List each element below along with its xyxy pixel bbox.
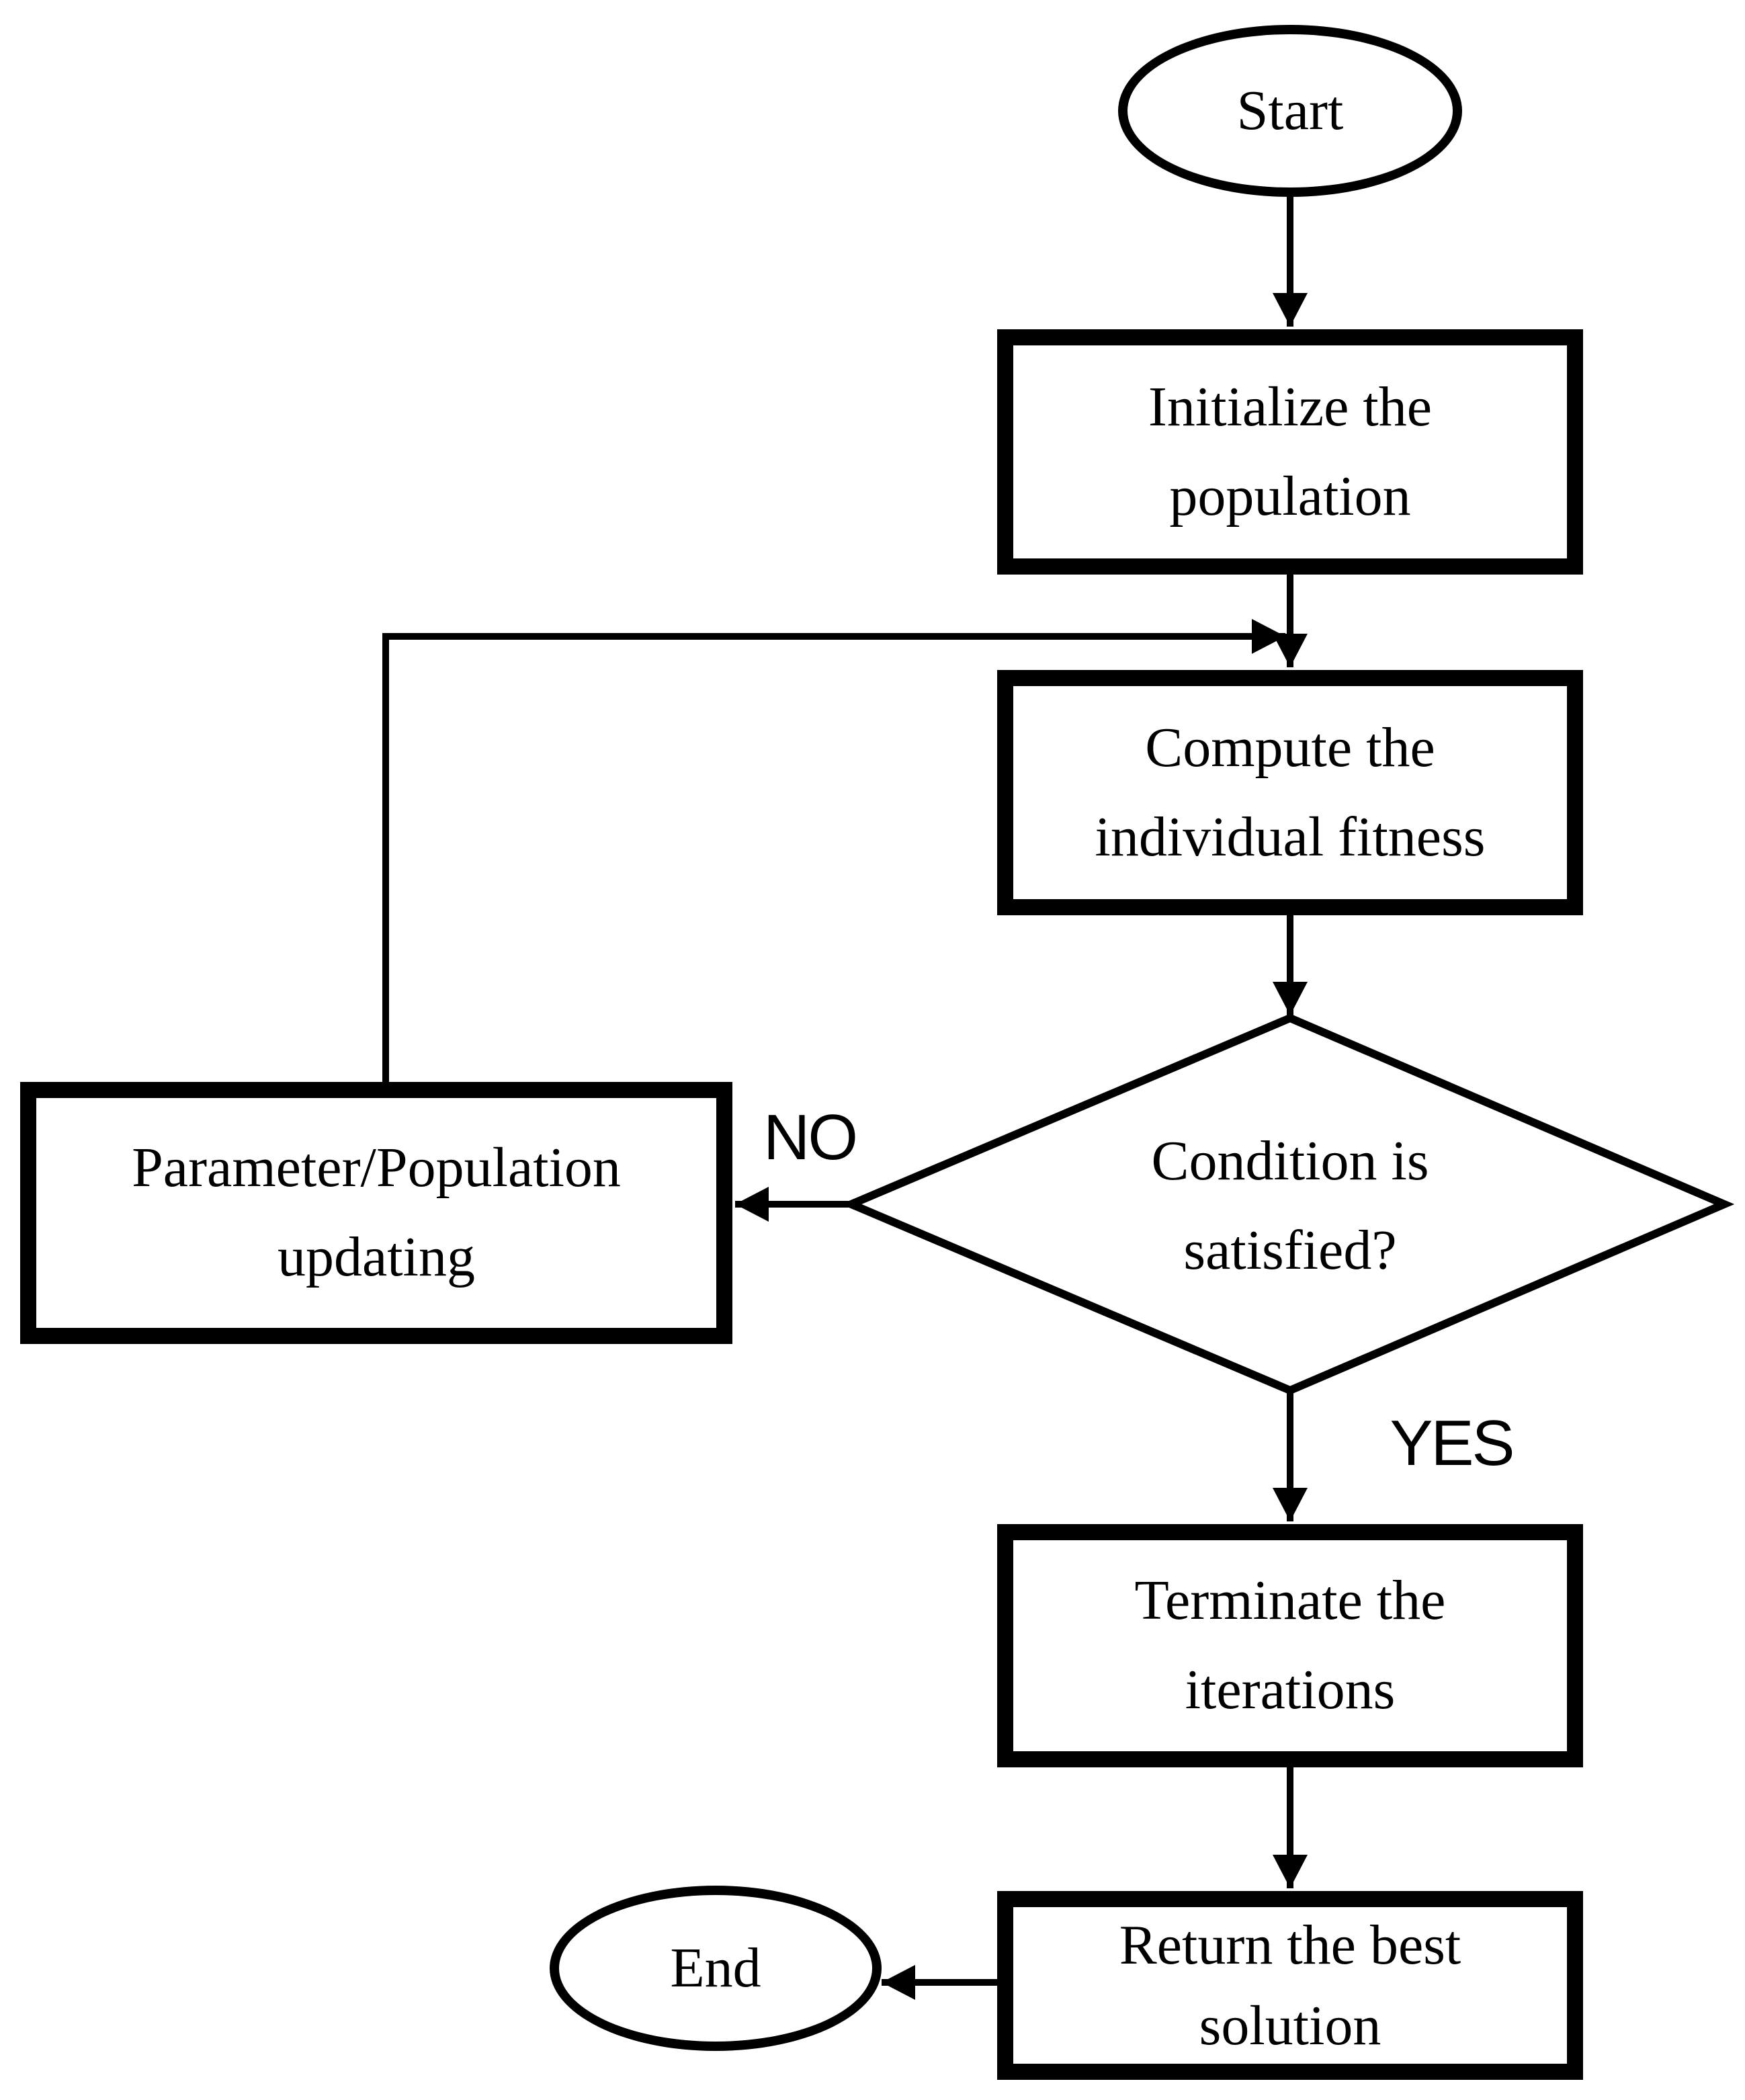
start-label: Start — [1236, 79, 1344, 142]
no-edge-label: NO — [742, 1094, 877, 1181]
end-label: End — [670, 1936, 761, 1999]
compute-label-line2: individual fitness — [1095, 805, 1486, 868]
return-label-line1: Return the best — [1119, 1914, 1461, 1977]
no-label-text: NO — [763, 1101, 858, 1173]
condition-label-line1: Condition is — [1151, 1130, 1429, 1193]
terminate-label-line1: Terminate the — [1134, 1569, 1446, 1632]
return-label-line2: solution — [1199, 1994, 1381, 2057]
yes-label-text: YES — [1390, 1406, 1515, 1479]
start-terminator: Start — [1118, 25, 1462, 197]
update-label-line1: Parameter/Population — [132, 1136, 621, 1200]
initialize-population-box: Initialize the population — [997, 329, 1583, 575]
end-terminator: End — [550, 1886, 882, 2051]
terminate-iterations-box: Terminate the iterations — [997, 1524, 1583, 1767]
condition-label-line2: satisfied? — [1183, 1219, 1397, 1282]
condition-decision-label: Condition is satisfied? — [988, 1099, 1592, 1314]
compute-fitness-box: Compute the individual fitness — [997, 670, 1583, 915]
initialize-label-line1: Initialize the — [1148, 375, 1433, 438]
yes-edge-label: YES — [1381, 1401, 1522, 1485]
terminate-label-line2: iterations — [1185, 1658, 1396, 1721]
compute-label-line1: Compute the — [1145, 716, 1435, 779]
initialize-label-line2: population — [1169, 464, 1411, 528]
parameter-population-updating-box: Parameter/Population updating — [20, 1082, 732, 1344]
update-label-line2: updating — [278, 1226, 475, 1288]
return-best-solution-box: Return the best solution — [997, 1891, 1583, 2080]
